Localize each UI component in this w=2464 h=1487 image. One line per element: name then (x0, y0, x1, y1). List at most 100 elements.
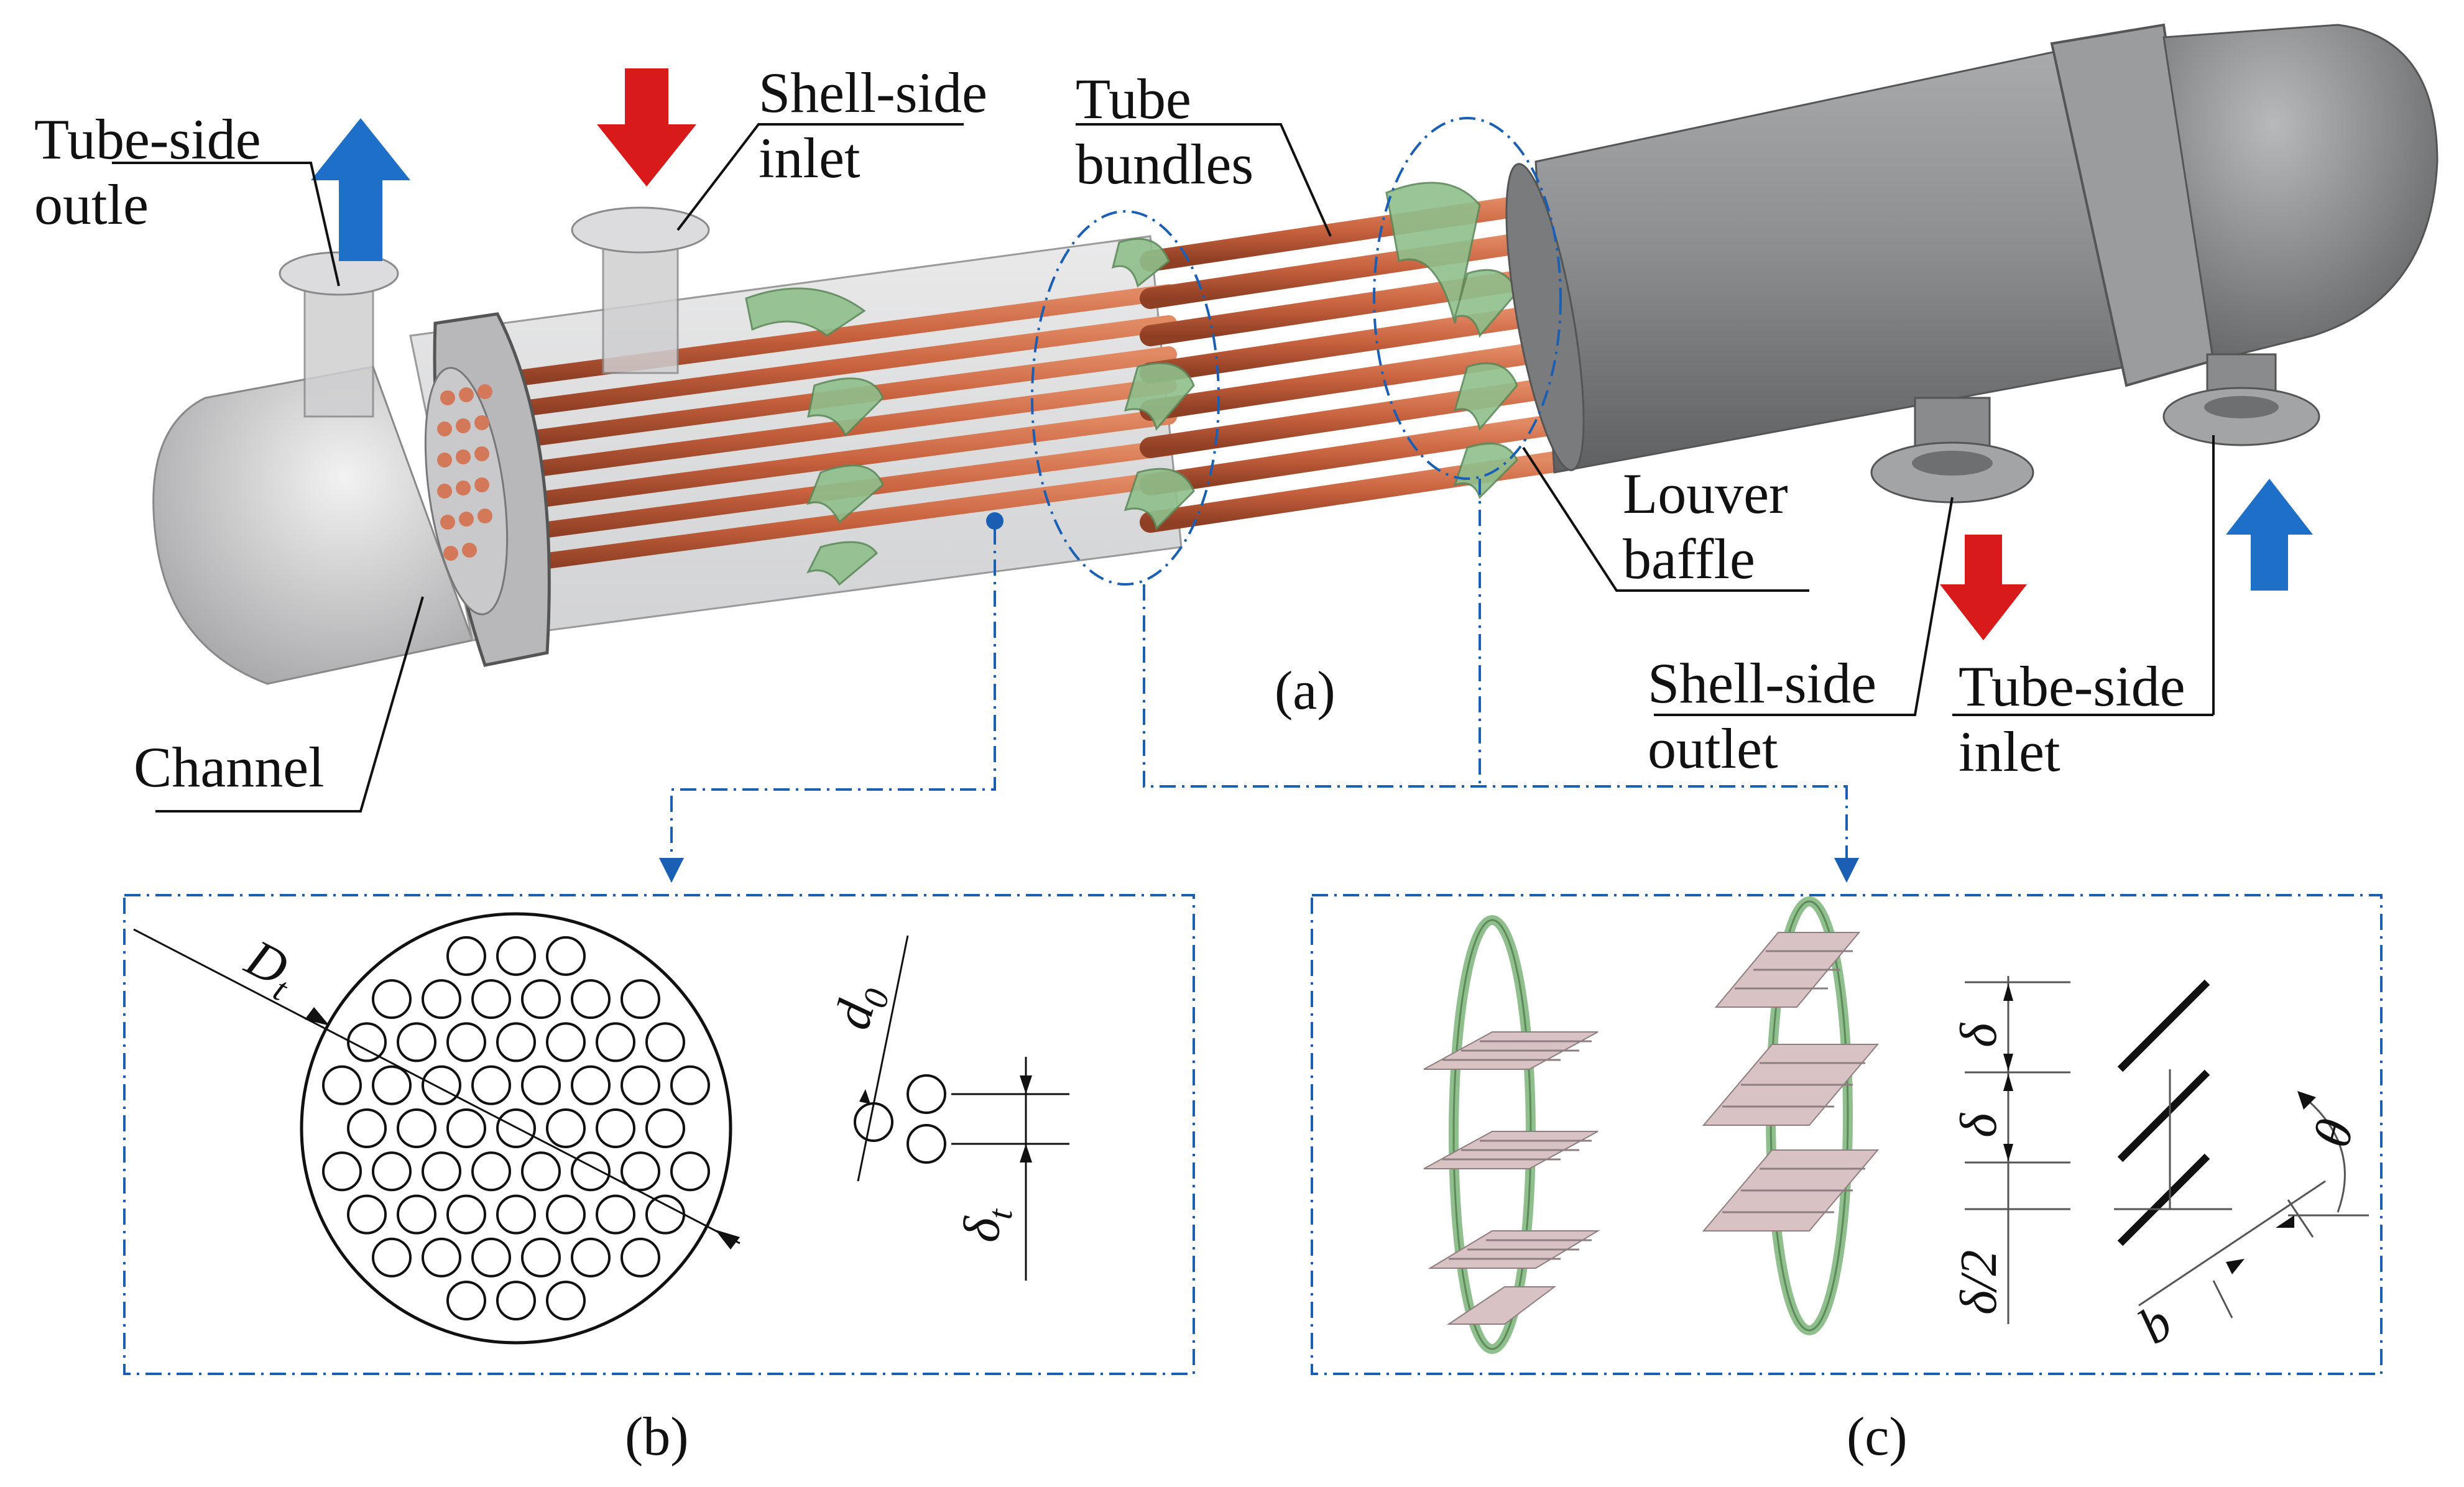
louver-sketch (2117, 979, 2210, 1246)
shell-circle (300, 912, 732, 1345)
symbol-delta-2: δ (1950, 1112, 2008, 1138)
tube-hole (621, 1151, 660, 1192)
dim-arrow-d0 (859, 1089, 870, 1104)
tube-hole (372, 979, 412, 1020)
tube-hole (621, 979, 660, 1020)
tube-hole (571, 1237, 611, 1278)
tube-hole (645, 1108, 685, 1148)
diameter-line (133, 928, 741, 1245)
tube-hole (645, 1022, 685, 1062)
label-shell-side-inlet-2: inlet (759, 126, 861, 190)
label-shell-side-outlet-2: outlet (1648, 717, 1778, 780)
tube-hole (471, 1151, 511, 1192)
tube-hole (322, 1065, 362, 1105)
b-arrow-2 (2276, 1215, 2294, 1228)
tube-hole (521, 1237, 561, 1278)
tube-hole (571, 1065, 611, 1105)
label-tube-side-outlet-1: Tube-side (34, 108, 261, 171)
caption-b: (b) (625, 1407, 689, 1467)
tube-hole (422, 979, 461, 1020)
tube-hole (471, 979, 511, 1020)
tube-hole (322, 1151, 362, 1192)
label-channel: Channel (134, 735, 325, 799)
louver-sketch-guides (2114, 1069, 2369, 1319)
dim-arrow-dt-up (1020, 1075, 1032, 1094)
panel-a-labels: Tube-side outle Shell-side inlet Tube bu… (34, 61, 2185, 799)
tube-hole (422, 1237, 461, 1278)
nozzle-shell-side-inlet (571, 206, 710, 374)
caption-c: (c) (1847, 1407, 1908, 1467)
arrowhead-c (1834, 858, 1859, 883)
tube-hole (397, 1022, 436, 1062)
panel-c-baffle-detail: δ δ δ/2 θ b (1423, 896, 2369, 1356)
shell-side-inlet-arrow (597, 68, 696, 186)
channel-head (152, 366, 474, 685)
nozzle-tube-side-inlet (2162, 353, 2320, 446)
tube-hole (397, 1194, 436, 1235)
tube-sheet-holes (437, 384, 492, 561)
tube-hole (496, 1281, 536, 1321)
panel-c-frame (1311, 894, 2383, 1375)
tube-hole (471, 1065, 511, 1105)
louver-baffles (745, 182, 1518, 586)
label-louver-baffle-1: Louver (1623, 462, 1788, 525)
tube-hole (347, 1108, 387, 1148)
right-head (2162, 24, 2439, 362)
dim-arrow-dt-down (1020, 1144, 1032, 1162)
dim-arrow-dt-1 (305, 1007, 330, 1026)
tube-hole (471, 1237, 511, 1278)
tube-hole (596, 1194, 635, 1235)
flow-arrows (311, 68, 2313, 640)
nozzle-shell-side-outlet (1870, 397, 2034, 504)
shell-end-ellipse (1505, 163, 1585, 471)
tube-hole (596, 1022, 635, 1062)
symbol-dt: Dt (233, 929, 307, 1009)
shell-body (1534, 48, 2128, 474)
tube-pitch-detail (854, 935, 1069, 1281)
tube-hole (546, 1194, 586, 1235)
label-tube-bundles-1: Tube (1076, 67, 1191, 131)
tube-hole (521, 1065, 561, 1105)
tube-hole (446, 1108, 486, 1148)
label-tube-side-inlet-1: Tube-side (1959, 655, 2185, 718)
tube-hole (372, 1151, 412, 1192)
tube-hole (446, 1194, 486, 1235)
symbol-delta-t: δt (952, 1205, 1020, 1245)
detail-ellipse-1 (1031, 210, 1220, 586)
tube-hole (645, 1194, 685, 1235)
detail-leaders (670, 479, 1848, 858)
tube-hole (496, 1022, 536, 1062)
tube-hole (546, 936, 586, 976)
label-tube-side-inlet-2: inlet (1959, 720, 2060, 783)
leader-lines (112, 123, 2215, 813)
tube-hole (422, 1151, 461, 1192)
tube-hole (546, 1022, 586, 1062)
panel-b-tube-layout: Dt d0 δt (133, 912, 1069, 1345)
tube-hole (596, 1108, 635, 1148)
tube-holes (322, 936, 710, 1321)
symbol-d0: d0 (823, 978, 898, 1037)
detail-point (986, 512, 1004, 530)
louver-slots-1 (1442, 1040, 1592, 1260)
b-arrow-1 (2226, 1259, 2245, 1274)
symbol-b: b (2128, 1293, 2183, 1355)
tube-hole (446, 1281, 486, 1321)
tube-hole (670, 1151, 710, 1192)
label-tube-bundles-2: bundles (1076, 132, 1253, 196)
tube-hole (372, 1237, 412, 1278)
tube-hole (621, 1065, 660, 1105)
tube-hole (446, 936, 486, 976)
tube-hole (397, 1108, 436, 1148)
tube-hole (422, 1065, 461, 1105)
label-louver-baffle-2: baffle (1623, 527, 1755, 591)
tube-hole (496, 936, 536, 976)
tube-hole (521, 979, 561, 1020)
theta-arrow (2297, 1091, 2316, 1110)
label-shell-side-inlet-1: Shell-side (759, 61, 987, 124)
tube-side-outlet-arrow (311, 118, 410, 261)
detail-ellipse-2 (1373, 117, 1562, 480)
arrowhead-b (659, 858, 684, 883)
tube-hole (546, 1281, 586, 1321)
tube-hole (347, 1022, 387, 1062)
tube-hole (546, 1108, 586, 1148)
